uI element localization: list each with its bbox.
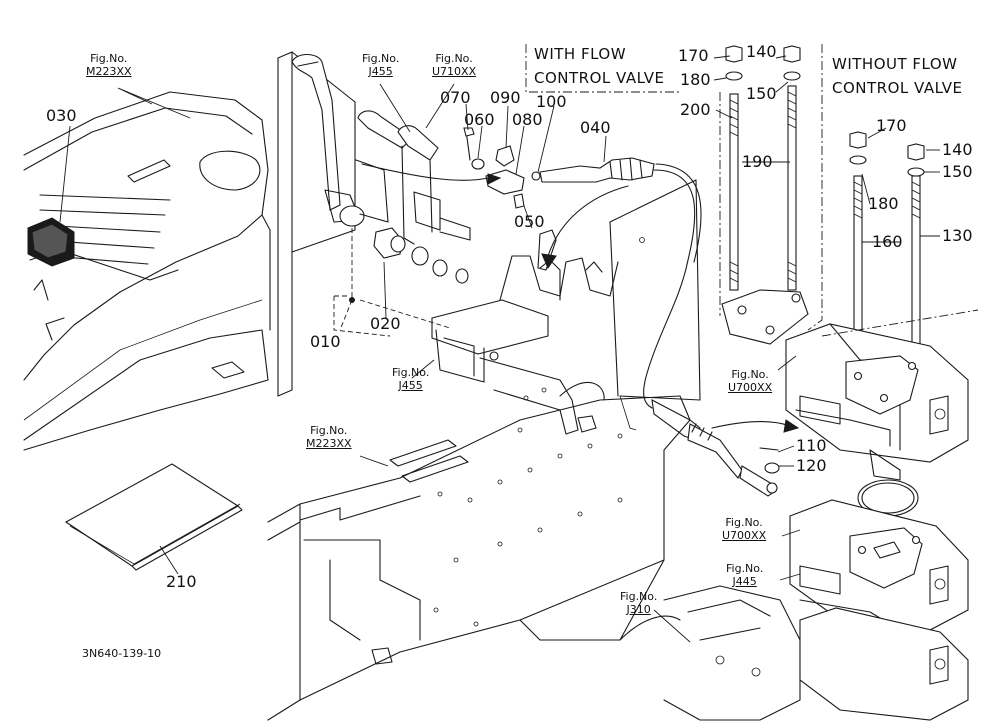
part-number-060[interactable]: 060 xyxy=(464,110,495,129)
part-number-140-b[interactable]: 140 xyxy=(942,140,973,159)
part-number-170-b[interactable]: 170 xyxy=(876,116,907,135)
diagram-code: 3N640-139-10 xyxy=(82,647,162,660)
part-number-110[interactable]: 110 xyxy=(796,436,827,455)
routing-arrows xyxy=(361,163,800,433)
stud-bolts-190-200 xyxy=(725,45,801,291)
part-number-120[interactable]: 120 xyxy=(796,456,827,475)
fig-ref-u710[interactable]: Fig.No.U710XX xyxy=(432,52,477,78)
part-number-080[interactable]: 080 xyxy=(512,110,543,129)
part-number-100[interactable]: 100 xyxy=(536,92,567,111)
fig-ref-j445[interactable]: Fig.No.J445 xyxy=(726,562,764,588)
fig-ref-m223-mid[interactable]: Fig.No.M223XX xyxy=(306,424,352,450)
part-number-150-b[interactable]: 150 xyxy=(942,162,973,181)
fig-ref-u700-upper[interactable]: Fig.No.U700XX xyxy=(728,368,773,394)
option-group-boxes xyxy=(333,44,979,337)
lever-handles xyxy=(339,110,471,331)
control-cable-040 xyxy=(539,157,780,497)
fig-ref-j310[interactable]: Fig.No.J310 xyxy=(620,590,658,616)
part-number-130[interactable]: 130 xyxy=(942,226,973,245)
center-support-plate xyxy=(609,179,701,401)
part-number-170-a[interactable]: 170 xyxy=(678,46,709,65)
part-number-140-a[interactable]: 140 xyxy=(746,42,777,61)
note-without-flow-control-valve: WITHOUT FLOW CONTROL VALVE xyxy=(832,55,963,97)
mounting-bracket-j455 xyxy=(431,255,619,435)
part-number-090[interactable]: 090 xyxy=(490,88,521,107)
control-valve-u700-upper xyxy=(785,323,969,481)
part-number-050[interactable]: 050 xyxy=(514,212,545,231)
part-number-010[interactable]: 010 xyxy=(310,332,341,351)
part-number-160[interactable]: 160 xyxy=(872,232,903,251)
part-number-150-a[interactable]: 150 xyxy=(746,84,777,103)
part-number-030[interactable]: 030 xyxy=(46,106,77,125)
part-number-200[interactable]: 200 xyxy=(680,100,711,119)
fig-ref-m223-top[interactable]: Fig.No.M223XX xyxy=(86,52,132,78)
part-number-040[interactable]: 040 xyxy=(580,118,611,137)
part-number-180-b[interactable]: 180 xyxy=(868,194,899,213)
fig-ref-j455-top[interactable]: Fig.No.J455 xyxy=(362,52,400,78)
part-number-070[interactable]: 070 xyxy=(440,88,471,107)
knob-030 xyxy=(27,217,75,267)
fig-ref-u700-lower[interactable]: Fig.No.U700XX xyxy=(722,516,767,542)
bushing-020 xyxy=(373,227,469,284)
leader-lines xyxy=(59,55,940,643)
fig-ref-j455-mid[interactable]: Fig.No.J455 xyxy=(392,366,430,392)
valve-cover-plate xyxy=(721,289,809,345)
part-number-210[interactable]: 210 xyxy=(166,572,197,591)
control-valve-u700-lower xyxy=(789,479,969,721)
part-number-190[interactable]: 190 xyxy=(742,152,773,171)
part-number-020[interactable]: 020 xyxy=(370,314,401,333)
control-lever-010 xyxy=(291,53,365,303)
owners-manual-210 xyxy=(64,463,243,571)
cable-end-hardware xyxy=(463,127,557,271)
floor-frame-m223 xyxy=(267,381,691,721)
left-console-cover xyxy=(23,91,271,451)
note-with-flow-control-valve: WITH FLOW CONTROL VALVE xyxy=(534,45,665,87)
part-number-180-a[interactable]: 180 xyxy=(680,70,711,89)
